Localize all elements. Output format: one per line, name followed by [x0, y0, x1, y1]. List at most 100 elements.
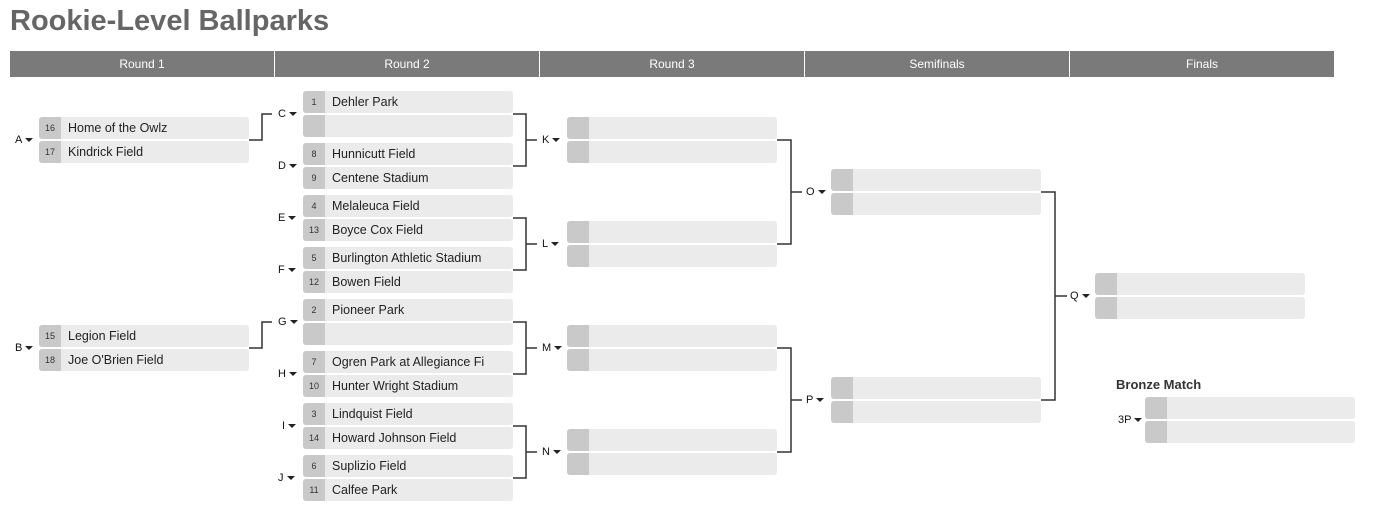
match-label-text: C — [278, 108, 286, 120]
team-name: Bowen Field — [332, 275, 401, 289]
team-slot[interactable] — [567, 245, 777, 267]
team-name — [596, 221, 774, 243]
team-slot[interactable] — [567, 221, 777, 243]
team-slot[interactable] — [567, 349, 777, 371]
round-header-finals: Finals — [1070, 51, 1334, 77]
seed-badge: 18 — [39, 349, 61, 371]
match-label-B[interactable]: B — [15, 342, 34, 354]
team-slot[interactable] — [1095, 273, 1305, 295]
seed-badge — [567, 429, 589, 451]
match-label-text: F — [278, 264, 285, 276]
team-name — [1124, 273, 1302, 295]
match-label-text: L — [542, 238, 549, 250]
team-slot[interactable] — [1145, 397, 1355, 419]
match-label-H[interactable]: H — [278, 368, 297, 380]
round-header-round-3: Round 3 — [540, 51, 804, 77]
caret-down-icon — [288, 216, 297, 221]
caret-down-icon — [25, 346, 34, 351]
team-name — [1124, 297, 1302, 319]
caret-down-icon — [286, 476, 295, 481]
match-label-D[interactable]: D — [278, 160, 297, 172]
seed-badge: 10 — [303, 375, 325, 397]
match-label-text: G — [278, 316, 287, 328]
seed-badge: 16 — [39, 117, 61, 139]
match-label-G[interactable]: G — [278, 316, 298, 328]
team-name: Melaleuca Field — [332, 199, 420, 213]
match-label-3P[interactable]: 3P — [1118, 414, 1143, 426]
team-slot[interactable] — [567, 117, 777, 139]
team-slot[interactable]: 9 Centene Stadium — [303, 167, 513, 189]
match-label-F[interactable]: F — [278, 264, 296, 276]
match-label-J[interactable]: J — [278, 472, 295, 484]
match-label-text: H — [278, 368, 286, 380]
team-name — [596, 453, 774, 475]
match-label-O[interactable]: O — [806, 186, 826, 198]
seed-badge: 9 — [303, 167, 325, 189]
match-label-K[interactable]: K — [542, 134, 561, 146]
team-slot[interactable] — [831, 401, 1041, 423]
caret-down-icon — [288, 424, 297, 429]
team-name: Joe O'Brien Field — [68, 353, 164, 367]
team-name: Boyce Cox Field — [332, 223, 424, 237]
team-slot[interactable] — [303, 323, 513, 345]
team-name: Lindquist Field — [332, 407, 413, 421]
team-slot[interactable] — [567, 429, 777, 451]
match-label-Q[interactable]: Q — [1070, 290, 1090, 302]
team-name: Hunnicutt Field — [332, 147, 416, 161]
team-name — [596, 349, 774, 371]
match-label-P[interactable]: P — [806, 394, 825, 406]
team-name — [860, 193, 1038, 215]
team-name: Ogren Park at Allegiance Fi — [332, 355, 485, 369]
team-slot[interactable] — [831, 193, 1041, 215]
team-slot[interactable] — [1145, 421, 1355, 443]
match-label-E[interactable]: E — [278, 212, 297, 224]
caret-down-icon — [289, 320, 298, 325]
team-name: Calfee Park — [332, 483, 398, 497]
match-label-I[interactable]: I — [282, 420, 297, 432]
seed-badge: 5 — [303, 247, 325, 269]
page-title: Rookie-Level Ballparks — [10, 5, 330, 37]
team-slot[interactable] — [303, 115, 513, 137]
team-slot[interactable] — [831, 377, 1041, 399]
team-slot[interactable] — [1095, 297, 1305, 319]
seed-badge — [831, 377, 853, 399]
match-label-text: I — [282, 420, 286, 432]
caret-down-icon — [816, 398, 825, 403]
team-name: Kindrick Field — [68, 145, 144, 159]
caret-down-icon — [287, 268, 296, 273]
match-label-N[interactable]: N — [542, 446, 561, 458]
seed-badge — [567, 453, 589, 475]
match-label-C[interactable]: C — [278, 108, 297, 120]
caret-down-icon — [25, 138, 34, 143]
match-label-M[interactable]: M — [542, 342, 563, 354]
team-slot[interactable] — [567, 325, 777, 347]
seed-badge — [303, 115, 325, 137]
team-slot[interactable] — [567, 453, 777, 475]
round-header-bar: Round 1 Round 2 Round 3 Semifinals Final… — [10, 51, 1335, 77]
team-slot[interactable] — [831, 169, 1041, 191]
match-label-text: B — [15, 342, 23, 354]
team-slot[interactable]: 18 Joe O'Brien Field — [39, 349, 249, 371]
team-name: Centene Stadium — [332, 171, 429, 185]
match-label-L[interactable]: L — [542, 238, 560, 250]
match-label-A[interactable]: A — [15, 134, 34, 146]
match-label-text: J — [278, 472, 284, 484]
team-slot[interactable] — [567, 141, 777, 163]
